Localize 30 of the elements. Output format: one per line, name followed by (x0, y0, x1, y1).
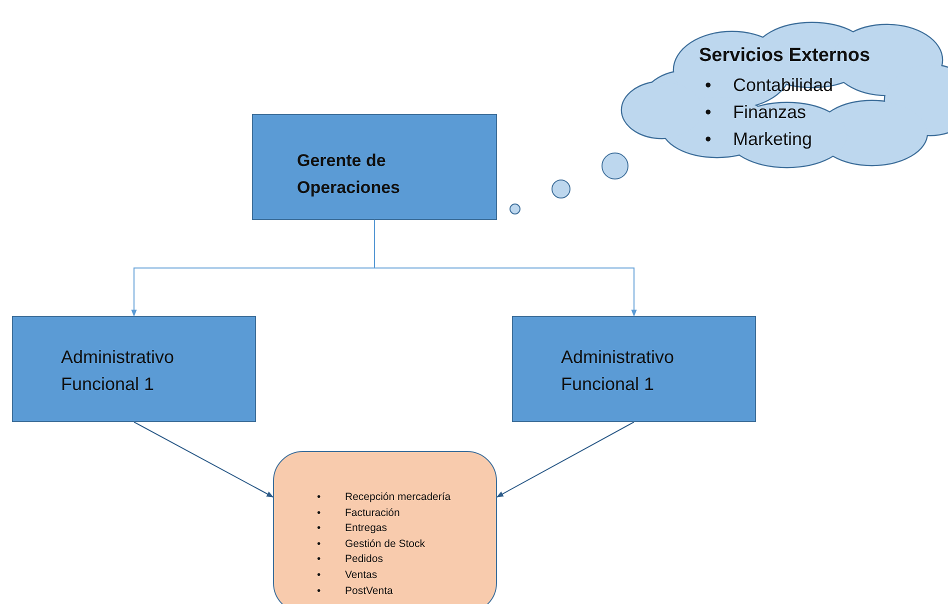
bullet: • (317, 584, 321, 599)
cloud-heading: Servicios Externos (699, 45, 870, 67)
bullet: • (317, 536, 321, 552)
bullet: • (317, 521, 321, 536)
arrow (496, 422, 634, 498)
node-label: Administrativo Funcional 1 (561, 346, 676, 396)
process-box (252, 114, 497, 220)
node-label: Gerente de Operaciones (297, 150, 401, 199)
arrow (134, 422, 274, 498)
task-item: Recepción mercadería (344, 490, 451, 505)
service-item: Contabilidad (732, 74, 834, 97)
bullet: • (705, 101, 712, 124)
bullet: • (705, 128, 712, 151)
task-item: Facturación (344, 506, 401, 521)
service-item: Finanzas (732, 101, 808, 124)
bullet: • (317, 506, 321, 521)
process-box (512, 316, 756, 422)
task-list-box (273, 451, 497, 604)
task-item: Entregas (344, 521, 388, 536)
bullet: • (317, 490, 321, 505)
task-item: Pedidos (344, 552, 384, 568)
process-box (12, 316, 256, 422)
bullet: • (317, 552, 321, 568)
task-item: PostVenta (344, 584, 394, 599)
bullet: • (317, 568, 321, 583)
service-item: Marketing (732, 128, 814, 151)
task-item: Ventas (344, 568, 378, 583)
node-label: Administrativo Funcional 1 (61, 346, 176, 396)
task-item: Gestión de Stock (344, 536, 426, 552)
bullet: • (705, 74, 712, 97)
